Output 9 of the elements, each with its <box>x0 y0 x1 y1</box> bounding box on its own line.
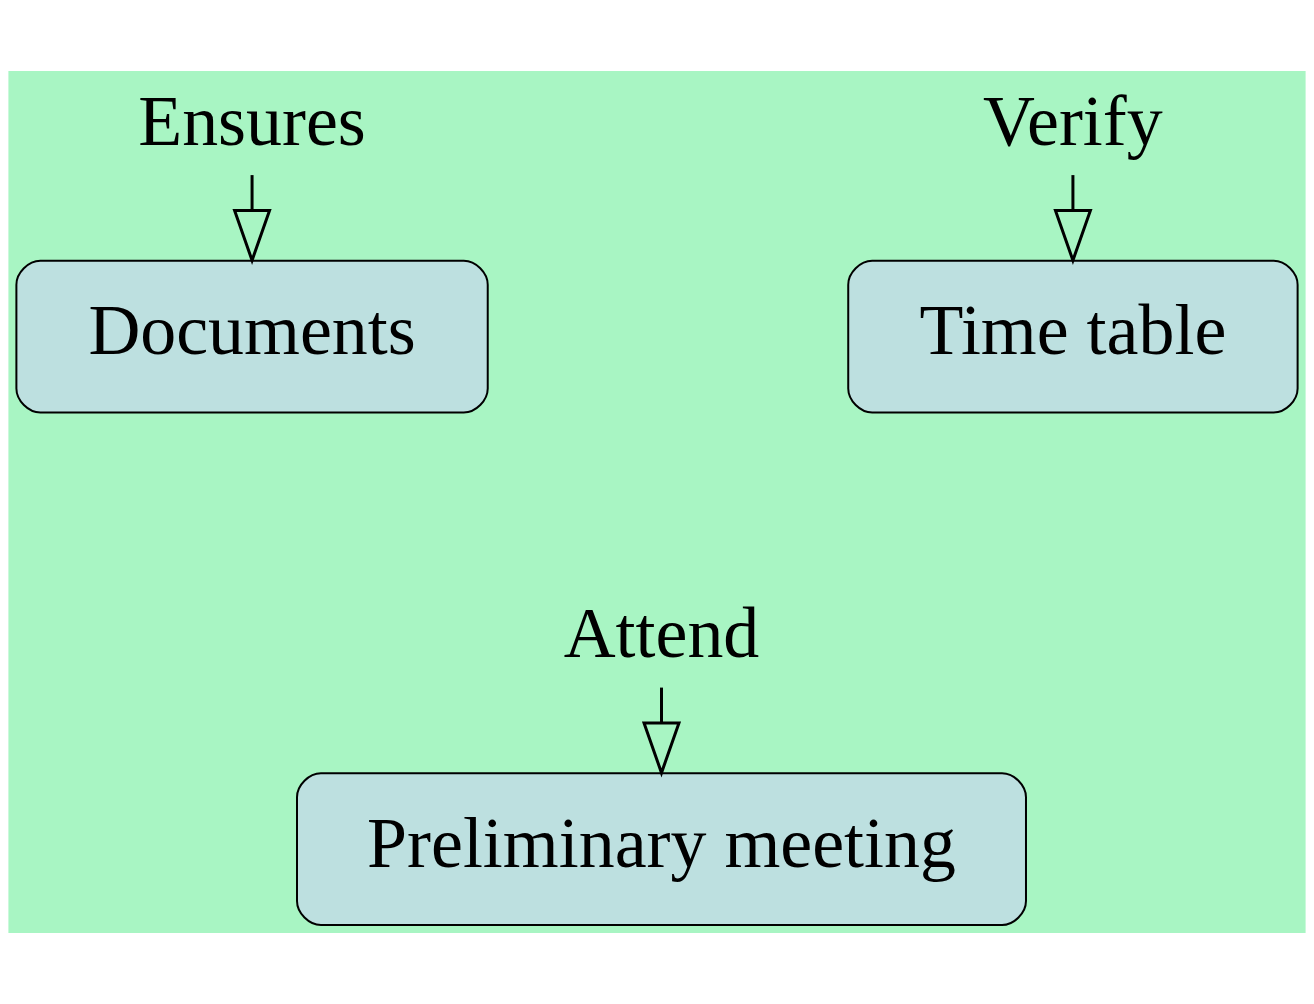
arrow <box>641 687 682 778</box>
node-text: Ensures <box>138 80 366 161</box>
node-box: Preliminary meeting <box>296 772 1027 926</box>
node-box: Time table <box>847 259 1299 414</box>
arrow <box>232 175 272 265</box>
node-box: Documents <box>15 259 489 414</box>
arrow <box>1053 175 1093 265</box>
node-text: Verify <box>983 80 1163 161</box>
node-text: Attend <box>563 592 760 673</box>
